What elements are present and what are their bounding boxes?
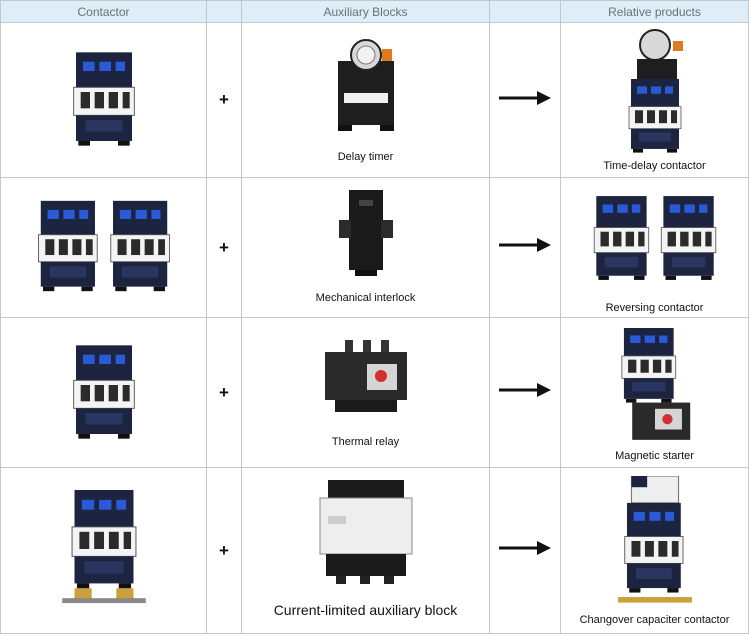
contactor-icon: [72, 51, 135, 147]
header-spacer-1: [206, 0, 242, 23]
plus-sign: +: [206, 317, 242, 468]
contactor-pair-icon: [37, 200, 170, 292]
auxiliary-caption: Delay timer: [337, 151, 394, 163]
header-relative-products: Relative products: [560, 0, 749, 23]
arrow-cell: [489, 177, 561, 318]
contactor-cell: [0, 317, 207, 468]
table-row: + Current-limited auxiliary block: [0, 467, 749, 634]
contactor-icon: [61, 490, 146, 604]
header-spacer-2: [489, 0, 561, 23]
contactor-cell: [0, 22, 207, 178]
time-delay-contactor-icon: [628, 29, 683, 154]
arrow-right-icon: [499, 383, 551, 397]
header-contactor: Contactor: [0, 0, 207, 23]
auxiliary-caption: Mechanical interlock: [315, 292, 416, 304]
auxiliary-cell: Thermal relay: [241, 317, 490, 468]
magnetic-starter-icon: [620, 328, 690, 440]
product-cell: Reversing contactor: [560, 177, 749, 318]
table-row: + Mechanical interlock: [0, 177, 749, 318]
plus-sign: +: [206, 177, 242, 318]
auxiliary-cell: Mechanical interlock: [241, 177, 490, 318]
header-row: Contactor Auxiliary Blocks Relative prod…: [0, 0, 749, 23]
auxiliary-cell: Current-limited auxiliary block: [241, 467, 490, 634]
product-cell: Magnetic starter: [560, 317, 749, 468]
auxiliary-caption: Thermal relay: [331, 436, 400, 448]
changeover-capacitor-contactor-icon: [617, 476, 692, 603]
product-cell: Time-delay contactor: [560, 22, 749, 178]
contactor-cell: [0, 467, 207, 634]
delay-timer-icon: [337, 39, 394, 131]
product-caption: Changover capaciter contactor: [579, 614, 730, 626]
contactor-cell: [0, 177, 207, 318]
product-caption: Reversing contactor: [605, 302, 704, 314]
product-caption: Magnetic starter: [615, 450, 694, 462]
reversing-contactor-icon: [593, 195, 716, 281]
auxiliary-block-icon: [319, 480, 412, 584]
contactor-icon: [72, 344, 135, 440]
product-caption: Time-delay contactor: [603, 160, 706, 172]
table-row: + Thermal relay: [0, 317, 749, 468]
header-auxiliary-blocks: Auxiliary Blocks: [241, 0, 490, 23]
arrow-cell: [489, 317, 561, 468]
plus-sign: +: [206, 467, 242, 634]
auxiliary-cell: Delay timer: [241, 22, 490, 178]
arrow-right-icon: [499, 541, 551, 555]
mechanical-interlock-icon: [338, 190, 393, 276]
auxiliary-caption: Current-limited auxiliary block: [273, 602, 458, 618]
table-row: + Delay timer: [0, 22, 749, 178]
arrow-right-icon: [499, 238, 551, 252]
arrow-cell: [489, 467, 561, 634]
thermal-relay-icon: [324, 340, 407, 412]
arrow-right-icon: [499, 90, 551, 105]
plus-sign: +: [206, 22, 242, 178]
arrow-cell: [489, 22, 561, 178]
product-cell: Changover capaciter contactor: [560, 467, 749, 634]
